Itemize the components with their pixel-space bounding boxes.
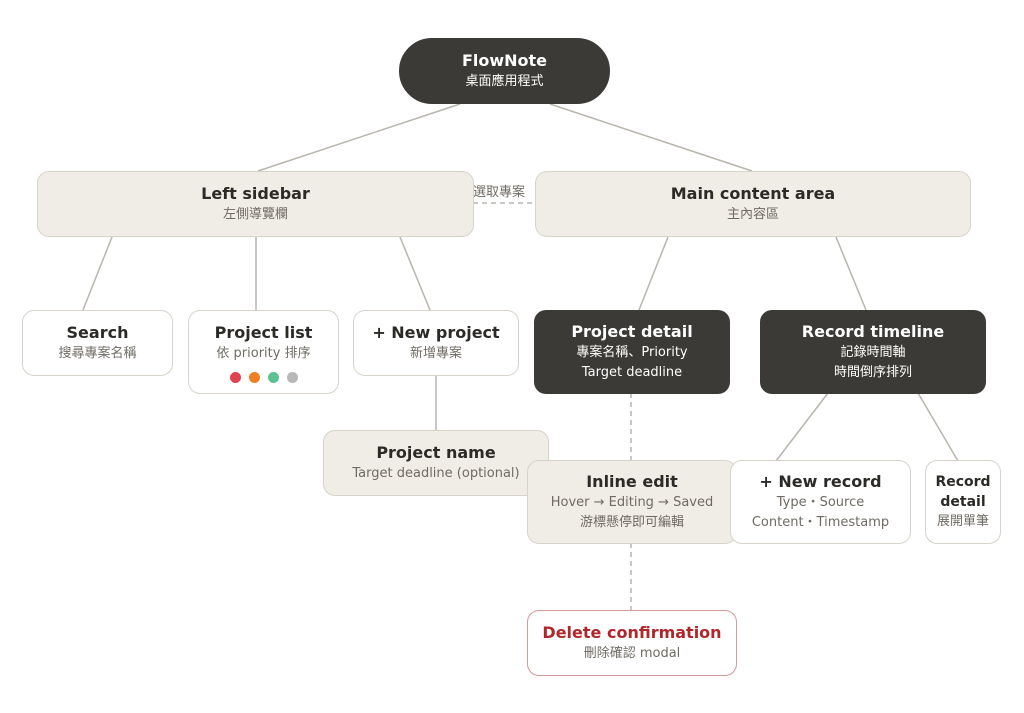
record-timeline-line2: 時間倒序排列	[833, 365, 912, 380]
new-project-title: + New project	[372, 323, 500, 342]
project-detail-title: Project detail	[571, 322, 693, 341]
record-detail-title-line1: Record	[935, 474, 991, 490]
priority-dot-red	[229, 371, 241, 383]
delete-confirmation-subtitle: 刪除確認 modal	[583, 646, 681, 661]
project-name-node: Project name Target deadline (optional)	[323, 430, 549, 496]
priority-dots	[229, 371, 298, 383]
main-content-title: Main content area	[670, 184, 836, 203]
new-project-node: + New project 新增專案	[353, 310, 519, 376]
edge-main-timeline	[835, 236, 867, 311]
main-content-subtitle: 主內容區	[726, 207, 779, 222]
priority-dot-gray	[286, 371, 298, 383]
record-detail-subtitle: 展開單筆	[936, 514, 989, 529]
project-list-title: Project list	[214, 322, 313, 342]
new-record-title: + New record	[759, 472, 882, 491]
search-subtitle: 搜尋專案名稱	[58, 346, 137, 361]
left-sidebar-title: Left sidebar	[201, 184, 310, 203]
delete-confirmation-title: Delete confirmation	[542, 623, 722, 642]
edge-main-detail	[638, 236, 669, 311]
project-detail-line2: Target deadline	[581, 365, 683, 380]
project-list-node: Project list 依 priority 排序	[188, 310, 339, 394]
edge-root-sidebar	[257, 103, 461, 172]
root-subtitle: 桌面應用程式	[465, 74, 544, 89]
project-detail-node: Project detail 專案名稱、Priority Target dead…	[534, 310, 730, 394]
project-name-subtitle: Target deadline (optional)	[352, 466, 520, 481]
priority-dot-orange	[248, 371, 260, 383]
inline-edit-line1: Hover → Editing → Saved	[550, 495, 714, 510]
left-sidebar-node: Left sidebar 左側導覽欄	[37, 171, 474, 237]
delete-confirmation-node: Delete confirmation 刪除確認 modal	[527, 610, 737, 676]
left-sidebar-subtitle: 左側導覽欄	[222, 207, 288, 222]
new-record-node: + New record Type・Source Content・Timesta…	[730, 460, 911, 544]
search-title: Search	[66, 323, 129, 342]
search-node: Search 搜尋專案名稱	[22, 310, 173, 376]
record-detail-node: Record detail 展開單筆	[925, 460, 1001, 544]
edge-sidebar-search	[82, 236, 113, 311]
edge-sidebar-newproject	[399, 236, 431, 311]
root-title: FlowNote	[461, 51, 548, 70]
record-detail-title-line2: detail	[940, 494, 986, 510]
edge-timeline-newrecord	[775, 392, 829, 462]
project-detail-line1: 專案名稱、Priority	[576, 345, 688, 360]
new-project-subtitle: 新增專案	[409, 346, 462, 361]
inline-edit-line2: 游標懸停即可編輯	[579, 515, 684, 530]
new-record-line2: Content・Timestamp	[751, 515, 890, 530]
inline-edit-title: Inline edit	[586, 472, 678, 491]
record-timeline-node: Record timeline 記錄時間軸 時間倒序排列	[760, 310, 986, 394]
project-name-title: Project name	[376, 443, 496, 462]
select-project-label: 選取專案	[473, 185, 526, 200]
root-node: FlowNote 桌面應用程式	[399, 38, 610, 104]
record-timeline-title: Record timeline	[801, 322, 945, 341]
edge-root-main	[549, 103, 753, 172]
priority-dot-green	[267, 371, 279, 383]
project-list-subtitle: 依 priority 排序	[216, 345, 311, 361]
new-record-line1: Type・Source	[776, 495, 865, 510]
edge-timeline-recorddetail	[917, 392, 959, 462]
main-content-node: Main content area 主內容區	[535, 171, 971, 237]
inline-edit-node: Inline edit Hover → Editing → Saved 游標懸停…	[527, 460, 737, 544]
record-timeline-line1: 記錄時間軸	[840, 345, 906, 360]
